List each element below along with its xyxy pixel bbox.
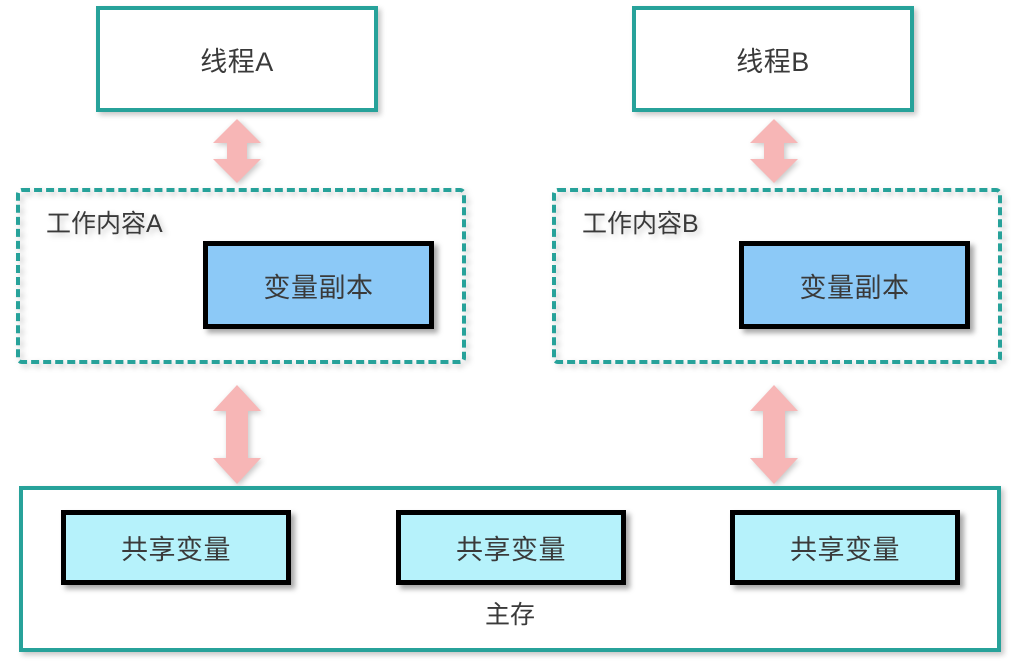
thread-b-label: 线程B: [736, 46, 810, 77]
thread-a-label: 线程A: [200, 46, 274, 77]
working-memory-a-box[interactable]: 工作内容A: [16, 188, 466, 364]
main-memory-box[interactable]: 共享变量 共享变量 共享变量 主存: [19, 486, 1001, 652]
variable-copy-b-label: 变量副本: [799, 272, 910, 303]
variable-copy-a-box[interactable]: 变量副本: [203, 241, 434, 329]
shared-variable-label-2: 共享变量: [456, 535, 566, 565]
arrow-thread-b-to-working-memory-b: [743, 117, 805, 185]
shared-variable-box-2[interactable]: 共享变量: [396, 510, 626, 585]
shared-variable-box-3[interactable]: 共享变量: [730, 510, 960, 585]
variable-copy-b-box[interactable]: 变量副本: [739, 241, 970, 329]
shared-variable-label-1: 共享变量: [121, 535, 231, 565]
thread-b-box[interactable]: 线程B: [632, 6, 914, 112]
arrow-working-memory-a-to-main-memory: [208, 383, 266, 486]
arrow-thread-a-to-working-memory-a: [206, 117, 268, 185]
working-memory-b-box[interactable]: 工作内容B: [552, 188, 1002, 364]
arrow-working-memory-b-to-main-memory: [745, 383, 803, 486]
working-memory-b-label: 工作内容B: [582, 210, 699, 238]
shared-variable-box-1[interactable]: 共享变量: [61, 510, 291, 585]
shared-variable-label-3: 共享变量: [790, 535, 900, 565]
thread-a-box[interactable]: 线程A: [96, 6, 378, 112]
variable-copy-a-label: 变量副本: [263, 272, 374, 303]
working-memory-a-label: 工作内容A: [46, 210, 163, 238]
main-memory-label: 主存: [484, 601, 535, 629]
